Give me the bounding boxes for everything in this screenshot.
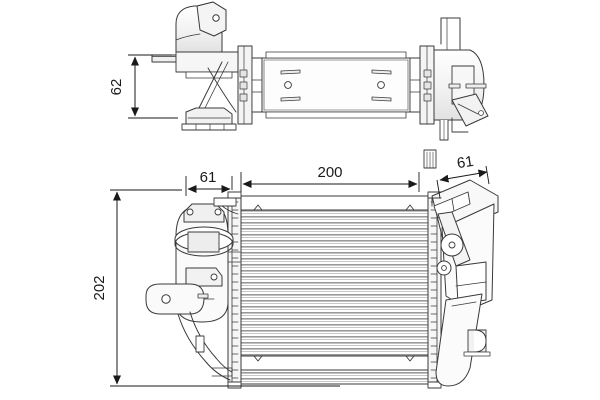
front-view-inlet-port: [174, 197, 241, 323]
top-view-left-flange: [151, 51, 239, 79]
front-view-right-bracket: [423, 149, 499, 387]
dimension-label-200: 200: [317, 164, 342, 181]
top-view-core-body: [261, 51, 411, 119]
dimension-200: 200: [240, 164, 420, 192]
dimension-label-202: 202: [91, 275, 108, 300]
dimension-label-62: 62: [108, 79, 125, 96]
dimension-202: 202: [91, 189, 340, 387]
top-view-right-tank: [409, 45, 435, 125]
top-view-outlet-connector: [433, 17, 489, 141]
dimension-label-61-left: 61: [200, 169, 217, 186]
front-view-left-tank: [227, 191, 242, 389]
dim-line-61-right: [439, 169, 488, 183]
front-view-finned-core: [239, 195, 429, 385]
dimension-62: 62: [108, 54, 178, 119]
top-view-left-tank: [237, 45, 263, 125]
dimension-61-right: 61: [436, 153, 490, 199]
front-view-right-tank: [427, 191, 442, 389]
top-view-inlet-port: [175, 1, 227, 53]
front-view-left-mount-boss: [145, 283, 233, 381]
dimension-label-61-right: 61: [456, 153, 475, 172]
front-view: [145, 149, 499, 389]
ext-line-61-right-a: [436, 179, 441, 199]
top-view-duct-wall: [181, 61, 237, 131]
dimension-61-left: 61: [185, 169, 233, 196]
top-view: [151, 1, 489, 141]
ext-line-61-right-b: [485, 165, 490, 185]
